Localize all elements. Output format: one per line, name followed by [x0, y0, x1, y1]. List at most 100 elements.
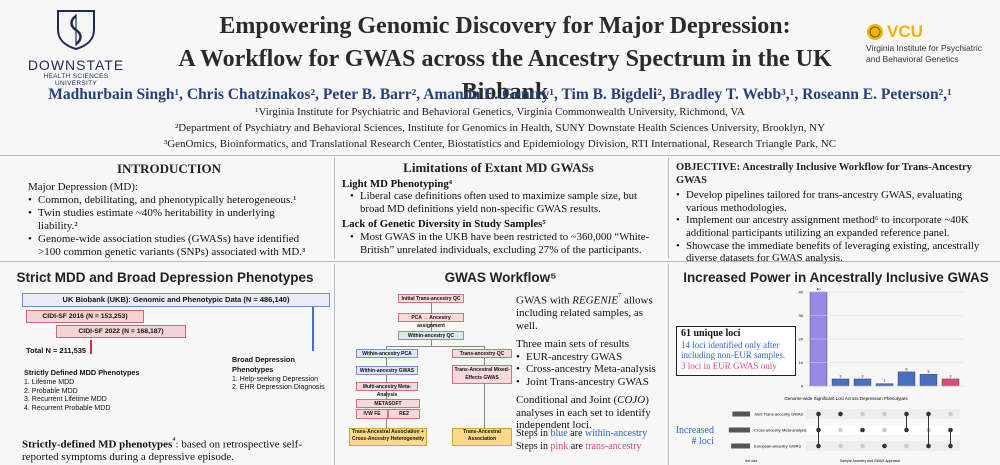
- y-tick-label: 10: [799, 360, 804, 365]
- list-item: 1. Lifetime MDD: [24, 378, 75, 386]
- divider: [668, 264, 669, 465]
- y-tick-label: 30: [799, 313, 804, 318]
- workflow-node: METASOFT: [356, 399, 420, 408]
- citation: ⁷: [618, 291, 622, 301]
- limitations-section: Limitations of Extant MD GWASs Light MD …: [338, 158, 663, 260]
- matrix-dot: [882, 427, 887, 433]
- list-item: 1. Help-seeking Depression: [232, 375, 318, 383]
- matrix-dot: [882, 443, 887, 449]
- introduction-title: INTRODUCTION: [116, 161, 221, 176]
- objective-title: OBJECTIVE: Ancestrally Inclusive Workflo…: [676, 162, 972, 186]
- workflow-node: Within-ancestry PCA: [356, 349, 418, 358]
- y-tick-label: 0: [801, 384, 804, 389]
- workflow-node: IVW FE: [356, 409, 388, 419]
- bar-7: [941, 378, 960, 387]
- strict-list-title: Strictly Defined MDD Phenotypes: [24, 368, 140, 377]
- header-divider: [0, 155, 1000, 156]
- text: within-ancestry: [584, 428, 648, 439]
- total-n: Total N = 211,535: [26, 346, 87, 355]
- bar-3: [853, 378, 872, 387]
- y-tick-label: 20: [799, 337, 804, 342]
- cojo-note: Conditional and Joint (COJO) analyses in…: [516, 394, 666, 432]
- workflow-output: Trans-Ancestral Association + Cross-Ance…: [349, 428, 427, 446]
- workflow-node: Trans-ancestry QC: [452, 349, 512, 358]
- strict-definition: Strictly-defined MD phenotypes⁴: based o…: [22, 434, 322, 464]
- set-size-bar: [731, 443, 750, 449]
- workflow-node: RE2: [388, 409, 420, 419]
- regenie-note: GWAS with REGENIE⁷ allows including rela…: [516, 290, 666, 332]
- ukb-box: UK Biobank (UKB): Genomic and Phenotypic…: [22, 293, 330, 307]
- limitations-title: Limitations of Extant MD GWASs: [403, 160, 594, 175]
- matrix-dot: [904, 443, 909, 449]
- vcu-sub-2: and Behavioral Genetics: [866, 54, 959, 64]
- legend-pink: Steps in pink are trans-ancestry: [516, 441, 666, 454]
- title-line-1: Empowering Genomic Discovery for Major D…: [219, 13, 791, 39]
- set-size-label: Set size: [745, 459, 758, 463]
- gwas-description: GWAS with REGENIE⁷ allows including rela…: [516, 290, 666, 438]
- phenotypes-title: Strict MDD and Broad Depression Phenotyp…: [16, 270, 314, 285]
- shield-icon: [57, 10, 95, 51]
- matrix-dot: [838, 411, 843, 417]
- increased-loci-label: Increased # loci: [675, 425, 714, 447]
- matrix-dot: [838, 427, 843, 433]
- results-list: EUR-ancestry GWAS Cross-ancestry Meta-an…: [516, 351, 666, 389]
- text: Steps in: [516, 428, 551, 439]
- divider: [334, 264, 335, 465]
- downstate-name: DOWNSTATE: [27, 57, 125, 73]
- title-line-2: A Workflow for GWAS across the Ancestry …: [178, 46, 832, 105]
- cidi-2022-box: CIDI-SF 2022 (N = 168,187): [56, 325, 186, 338]
- strict-definition-text: : based on retrospective self-reported s…: [22, 438, 302, 464]
- matrix-dot: [838, 443, 843, 449]
- loci-non-eur: 14 loci identified only after including …: [681, 339, 786, 361]
- workflow-node: PCA → Ancestry assignment: [398, 313, 464, 329]
- cojo-term: COJO: [617, 394, 646, 407]
- downstate-sub: HEALTH SCIENCES UNIVERSITY: [43, 73, 109, 87]
- bar-value-label: 40: [817, 288, 821, 292]
- broad-phenotype-list: Broad Depression Phenotypes 1. Help-seek…: [232, 355, 330, 393]
- text: ) analyses in each set to identify indep…: [516, 394, 651, 432]
- bar-6: [919, 374, 938, 387]
- list-item: Most GWAS in the UKB have been restricte…: [342, 231, 655, 256]
- workflow-node: Multi-ancestry Meta-Analysis: [356, 382, 418, 398]
- text: GWAS with: [516, 294, 573, 307]
- text: allows including related samples, as wel…: [516, 294, 653, 332]
- matrix-dot: [948, 411, 953, 417]
- set-size-bar: [728, 427, 750, 433]
- cidi-2016-box: CIDI-SF 2016 (N = 153,253): [26, 310, 144, 323]
- phenotypes-section: Strict MDD and Broad Depression Phenotyp…: [0, 264, 330, 465]
- list-item: Showcase the immediate benefits of lever…: [676, 240, 991, 265]
- list-item: Joint Trans-ancestry GWAS: [516, 376, 666, 389]
- set-label: Joint Trans-ancestry GWAS: [754, 412, 804, 417]
- affiliation-2: ²Department of Psychiatry and Behavioral…: [174, 122, 826, 134]
- list-item: 2. EHR Depression Diagnosis: [232, 384, 325, 392]
- matrix-dot: [860, 427, 865, 433]
- results-heading: Three main sets of results: [516, 338, 630, 351]
- matrix-dot: [860, 411, 865, 417]
- broad-list-title: Broad Depression Phenotypes: [232, 355, 295, 374]
- list-item: EUR-ancestry GWAS: [516, 351, 666, 364]
- limitations-subheading-1: Light MD Phenotyping⁴: [342, 177, 453, 190]
- poster-title: Empowering Genomic Discovery for Major D…: [140, 10, 870, 109]
- set-label: European-ancestry GWAS: [754, 444, 801, 449]
- upset-title: Genome-wide Significant Loci Across Depr…: [784, 396, 908, 401]
- text: Steps in: [516, 440, 551, 452]
- gwas-workflow-title: GWAS Workflow⁵: [444, 270, 557, 285]
- intro-lead: Major Depression (MD):: [28, 181, 138, 193]
- downstate-logo: DOWNSTATE HEALTH SCIENCES UNIVERSITY: [26, 8, 126, 87]
- gwas-workflow-section: GWAS Workflow⁵: [338, 264, 663, 465]
- intro-list: Common, debilitating, and phenotypically…: [28, 194, 310, 259]
- text: are: [568, 440, 586, 452]
- list-item: Develop pipelines tailored for trans-anc…: [676, 189, 991, 214]
- text: trans-ancestry: [585, 440, 642, 452]
- affiliation-3: ³GenOmics, Bioinformatics, and Translati…: [163, 138, 837, 150]
- list-item: Genome-wide association studies (GWASs) …: [28, 233, 310, 259]
- vcu-sub-1: Virginia Institute for Psychiatric: [866, 43, 983, 53]
- bar-value-label: 3: [862, 374, 864, 378]
- list-item: Liberal case definitions often used to m…: [342, 190, 655, 215]
- list-item: Cross-ancestry Meta-analysis: [516, 363, 666, 376]
- list-item: Common, debilitating, and phenotypically…: [28, 194, 310, 207]
- workflow-node: Within-ancestry GWAS: [356, 366, 418, 375]
- bar-5: [897, 371, 916, 387]
